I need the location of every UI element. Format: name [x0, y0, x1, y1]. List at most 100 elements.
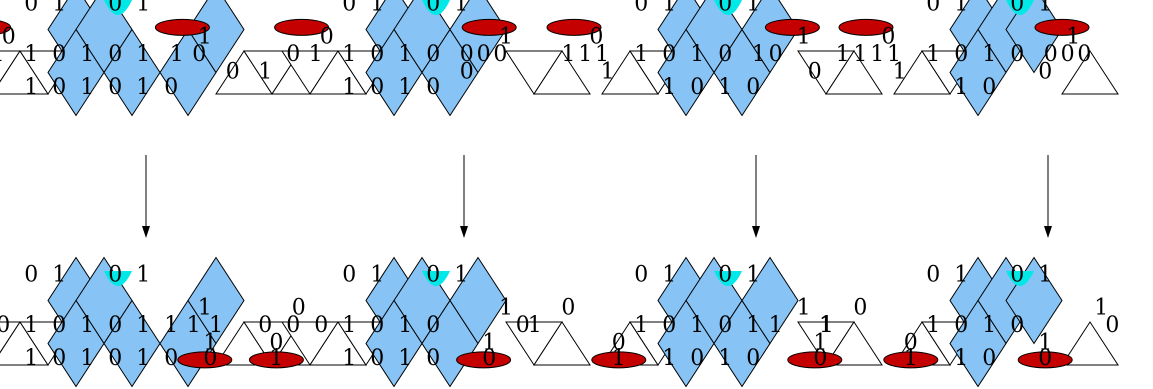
- digit-label: 1: [52, 263, 66, 288]
- digit-label: 0: [286, 42, 300, 67]
- digit-label: 0: [342, 263, 356, 288]
- digit-label: 0: [477, 42, 491, 67]
- digit-label: 0: [108, 346, 122, 371]
- digit-label: 1: [24, 346, 38, 371]
- digit-label: 1: [136, 313, 150, 338]
- red-ellipse: [456, 351, 512, 369]
- digit-label: 0: [926, 263, 940, 288]
- triangle-tile: [825, 50, 883, 95]
- digit-label: 0: [269, 330, 283, 355]
- digit-label: 0: [926, 0, 940, 17]
- digit-label: 0: [108, 0, 122, 17]
- digit-label: 0: [292, 296, 306, 321]
- digit-label: 0: [746, 75, 760, 100]
- digit-label: 1: [482, 330, 496, 355]
- digit-label: 1: [164, 313, 178, 338]
- digit-label: 1: [746, 0, 760, 17]
- digit-label: 1: [342, 42, 356, 67]
- rhombus-tile: [187, 0, 245, 74]
- digit-label: 0: [108, 75, 122, 100]
- digit-label: 0: [769, 42, 783, 67]
- digit-label: 0: [52, 346, 66, 371]
- digit-label: 0: [203, 346, 217, 371]
- digit-label: 0: [881, 25, 895, 50]
- digit-label: 0: [460, 59, 474, 84]
- digit-label: 0: [982, 346, 996, 371]
- digit-label: 1: [1038, 263, 1052, 288]
- digit-label: 1: [1038, 330, 1052, 355]
- digit-label: 1: [813, 330, 827, 355]
- digit-label: 0: [954, 42, 968, 67]
- digit-label: 1: [690, 313, 704, 338]
- digit-label: 1: [612, 346, 626, 371]
- rhombus-tile: [187, 256, 245, 345]
- red-ellipse: [248, 351, 304, 369]
- digit-label: 1: [80, 346, 94, 371]
- digit-label: 1: [342, 75, 356, 100]
- digit-label: 1: [595, 42, 609, 67]
- cyan-bowl-marker: [104, 0, 132, 15]
- digit-label: 1: [136, 42, 150, 67]
- arrow-head: [460, 226, 468, 238]
- digit-label: 0: [1077, 42, 1091, 67]
- digit-label: 0: [662, 42, 676, 67]
- red-ellipse: [461, 18, 517, 36]
- rhombus-tile: [949, 28, 1007, 117]
- red-ellipse: [838, 18, 894, 36]
- digit-label: 1: [690, 42, 704, 67]
- digit-label: 0: [634, 0, 648, 17]
- digit-label: 1: [342, 346, 356, 371]
- digit-label: 0: [612, 330, 626, 355]
- digit-label: 1: [954, 346, 968, 371]
- digit-label: 1: [136, 75, 150, 100]
- red-ellipse: [1017, 351, 1073, 369]
- digit-label: 1: [634, 42, 648, 67]
- digit-label: 0: [690, 346, 704, 371]
- rhombus-tile: [47, 299, 105, 388]
- cyan-bowl-marker: [104, 271, 132, 286]
- digit-label: 0: [1010, 313, 1024, 338]
- digit-label: 0: [24, 263, 38, 288]
- digit-label: 1: [454, 263, 468, 288]
- digit-label: 1: [454, 0, 468, 17]
- digit-label: 0: [516, 313, 530, 338]
- digit-label: 1: [0, 42, 5, 67]
- digit-label: 1: [752, 42, 766, 67]
- digit-label: 1: [1038, 0, 1052, 17]
- triangle-tile: [825, 321, 883, 366]
- digit-label: 0: [164, 346, 178, 371]
- digit-label: 0: [904, 330, 918, 355]
- rhombus-tile: [365, 299, 423, 388]
- rhombus-tile: [657, 28, 715, 117]
- digit-label: 0: [1044, 42, 1058, 67]
- rhombus-tile: [47, 28, 105, 117]
- arrow-head: [1044, 226, 1052, 238]
- digit-label: 0: [426, 42, 440, 67]
- digit-label: 0: [482, 346, 496, 371]
- digit-label: 0: [718, 42, 732, 67]
- digit-label: 0: [690, 75, 704, 100]
- digit-label: 0: [1105, 313, 1119, 338]
- red-ellipse: [1034, 18, 1090, 36]
- cyan-bowl-marker: [714, 0, 742, 15]
- rhombus-tile: [741, 256, 799, 345]
- digit-label: 0: [314, 313, 328, 338]
- digit-label: 1: [398, 313, 412, 338]
- digit-label: 0: [258, 313, 272, 338]
- digit-label: 1: [269, 346, 283, 371]
- digit-label: 1: [836, 42, 850, 67]
- arrow-head: [142, 226, 150, 238]
- rhombus-tile: [741, 0, 799, 74]
- digit-label: 1: [887, 42, 901, 67]
- digit-label: 0: [808, 59, 822, 84]
- digit-label: 0: [108, 313, 122, 338]
- red-ellipse: [154, 18, 210, 36]
- digit-label: 0: [286, 313, 300, 338]
- digit-label: 1: [662, 263, 676, 288]
- digit-label: 0: [52, 42, 66, 67]
- rhombus-tile: [449, 256, 507, 345]
- digit-label: 0: [370, 346, 384, 371]
